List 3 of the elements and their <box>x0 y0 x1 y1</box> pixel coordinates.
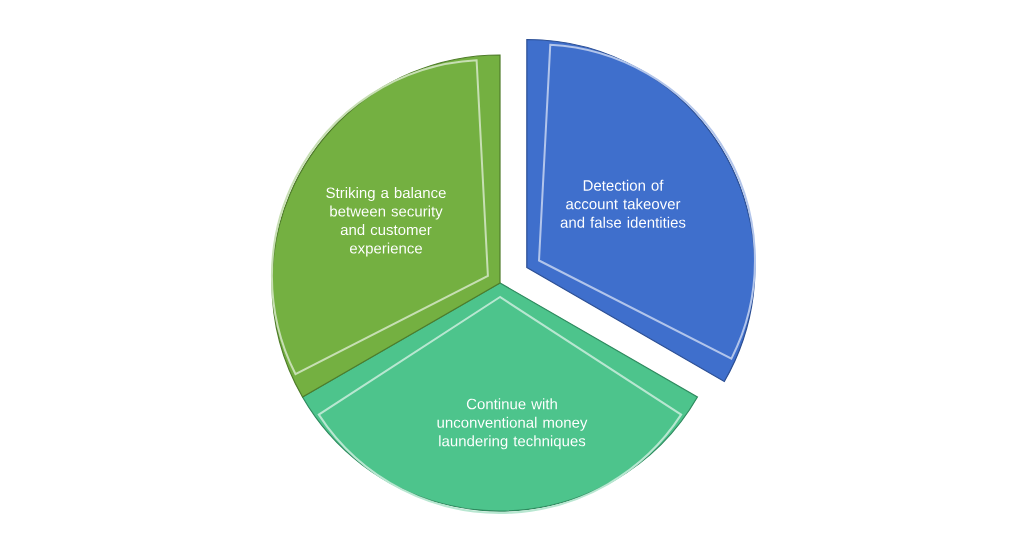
pie-segment: Striking a balance between security and customer experience <box>270 54 501 398</box>
pie-segment: Detection of account takeover and false identities <box>526 38 756 383</box>
pie-segment: Continue with unconventional money laundering techniques <box>301 282 698 514</box>
